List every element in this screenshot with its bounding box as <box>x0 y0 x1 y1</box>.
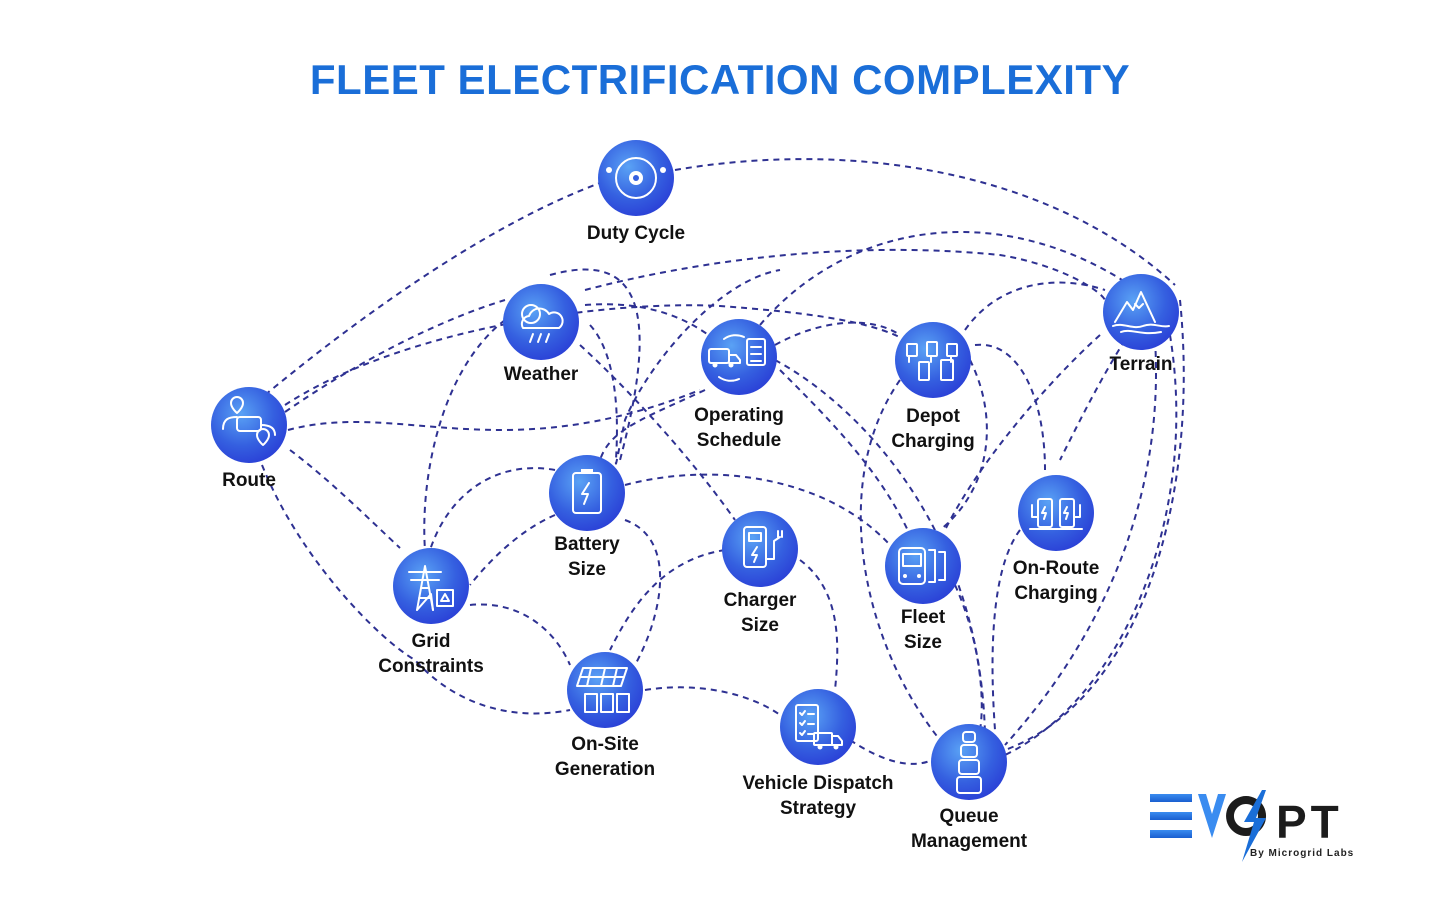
terrain-icon <box>1112 291 1170 335</box>
edge-onroute-queue <box>991 529 1021 731</box>
node-duty-cycle: Duty Cycle <box>587 140 685 244</box>
edge-depot-terrain <box>964 281 1106 331</box>
edge-battery-grid-2 <box>469 514 556 586</box>
edge-operating-depot <box>774 321 901 346</box>
edge-route-weather <box>284 299 506 413</box>
route-icon <box>222 396 276 446</box>
logo-pt: PT <box>1276 796 1343 848</box>
operating-schedule-icon <box>708 334 766 382</box>
edge-duty-terrain <box>674 158 1176 286</box>
edge-route-duty-cycle <box>264 182 601 396</box>
logo-tagline: By Microgrid Labs <box>1250 848 1354 859</box>
node-label-duty-cycle: Duty Cycle <box>587 223 685 244</box>
edge-terrain-queue <box>1004 339 1157 746</box>
node-label-grid-2: Constraints <box>378 656 484 677</box>
solar-panel-icon <box>576 667 630 713</box>
node-label-onroute-2: Charging <box>1014 583 1097 604</box>
node-weather: Weather <box>503 284 579 385</box>
edge-route-depot <box>284 304 906 406</box>
node-label-fleet-1: Fleet <box>901 607 946 628</box>
node-label-route: Route <box>222 470 276 491</box>
edge-route-operating <box>287 389 701 431</box>
edge-weather-operating <box>584 303 716 341</box>
node-route: Route <box>211 387 287 491</box>
page-title: FLEET ELECTRIFICATION COMPLEXITY <box>309 56 1131 103</box>
edge-charger-onsite <box>609 549 726 651</box>
node-vehicle-dispatch-strategy: Vehicle Dispatch Strategy <box>742 689 894 819</box>
edge-charger-dispatch <box>799 559 839 691</box>
node-label-onsite-2: Generation <box>555 759 655 780</box>
edge-weather-grid <box>423 319 506 551</box>
node-queue-management: Queue Management <box>911 724 1028 852</box>
node-label-battery-1: Battery <box>554 534 620 555</box>
node-label-onsite-1: On-Site <box>571 734 639 755</box>
logo-e-bars <box>1150 794 1192 838</box>
edge-depot-queue <box>859 379 941 741</box>
edge-route-grid <box>289 449 401 549</box>
edge-terrain-onroute <box>1059 339 1126 461</box>
charger-icon <box>743 526 783 568</box>
edge-dispatch-queue <box>849 739 933 765</box>
node-label-dispatch-2: Strategy <box>780 798 856 819</box>
edge-terrain-fleet <box>944 334 1101 531</box>
edge-operating-fleet <box>779 369 911 536</box>
fleet-icon <box>898 547 946 585</box>
battery-icon <box>572 469 602 514</box>
edge-fleet-queue <box>954 584 983 731</box>
node-label-onroute-1: On-Route <box>1013 558 1100 579</box>
weather-icon <box>520 304 564 343</box>
node-operating-schedule: Operating Schedule <box>694 319 784 451</box>
node-label-operating-2: Schedule <box>697 430 781 451</box>
edge-battery-onsite <box>624 519 661 666</box>
node-label-dispatch-1: Vehicle Dispatch <box>742 773 893 794</box>
node-label-charger-2: Size <box>741 615 779 636</box>
depot-charging-icon <box>906 341 958 381</box>
node-battery-size: Battery Size <box>549 455 625 580</box>
edge-operating-terrain <box>759 231 1131 326</box>
on-route-charging-icon <box>1029 498 1083 530</box>
node-label-weather: Weather <box>504 364 579 385</box>
node-label-depot-1: Depot <box>906 406 961 427</box>
node-label-queue-1: Queue <box>939 806 998 827</box>
duty-cycle-icon <box>606 157 666 199</box>
edge-onsite-dispatch <box>644 686 781 716</box>
edge-duty-queue <box>1004 299 1185 751</box>
edge-battery-fleet <box>624 473 891 546</box>
connection-lines <box>261 158 1185 765</box>
edge-depot-onroute <box>974 343 1046 471</box>
evopt-logo: PT By Microgrid Labs <box>1150 790 1354 862</box>
edge-route-onsite <box>261 464 571 715</box>
queue-icon <box>956 731 982 794</box>
edge-operating-battery <box>599 389 706 461</box>
node-label-charger-1: Charger <box>724 590 797 611</box>
node-grid-constraints: Grid Constraints <box>378 548 484 677</box>
node-on-site-generation: On-Site Generation <box>555 652 655 780</box>
edge-weather-charger <box>579 344 736 521</box>
edge-battery-grid <box>429 467 556 551</box>
edge-weather-queue <box>589 269 781 465</box>
dispatch-icon <box>795 704 843 750</box>
node-label-battery-2: Size <box>568 559 606 580</box>
logo-v-shape <box>1198 794 1226 838</box>
node-label-fleet-2: Size <box>904 632 942 653</box>
node-terrain: Terrain <box>1103 274 1179 375</box>
logo-bolt-icon <box>1242 790 1266 862</box>
node-label-terrain: Terrain <box>1109 354 1172 375</box>
node-label-operating-1: Operating <box>694 405 784 426</box>
node-label-queue-2: Management <box>911 831 1028 852</box>
edge-depot-fleet <box>939 359 988 531</box>
node-charger-size: Charger Size <box>722 511 798 636</box>
node-on-route-charging: On-Route Charging <box>1013 475 1100 604</box>
node-label-grid-1: Grid <box>411 631 450 652</box>
node-label-depot-2: Charging <box>891 431 974 452</box>
node-fleet-size: Fleet Size <box>885 528 961 653</box>
edge-grid-onsite <box>469 603 571 666</box>
node-depot-charging: Depot Charging <box>891 322 975 452</box>
grid-tower-icon <box>408 565 454 611</box>
edge-weather-terrain <box>584 248 1106 301</box>
